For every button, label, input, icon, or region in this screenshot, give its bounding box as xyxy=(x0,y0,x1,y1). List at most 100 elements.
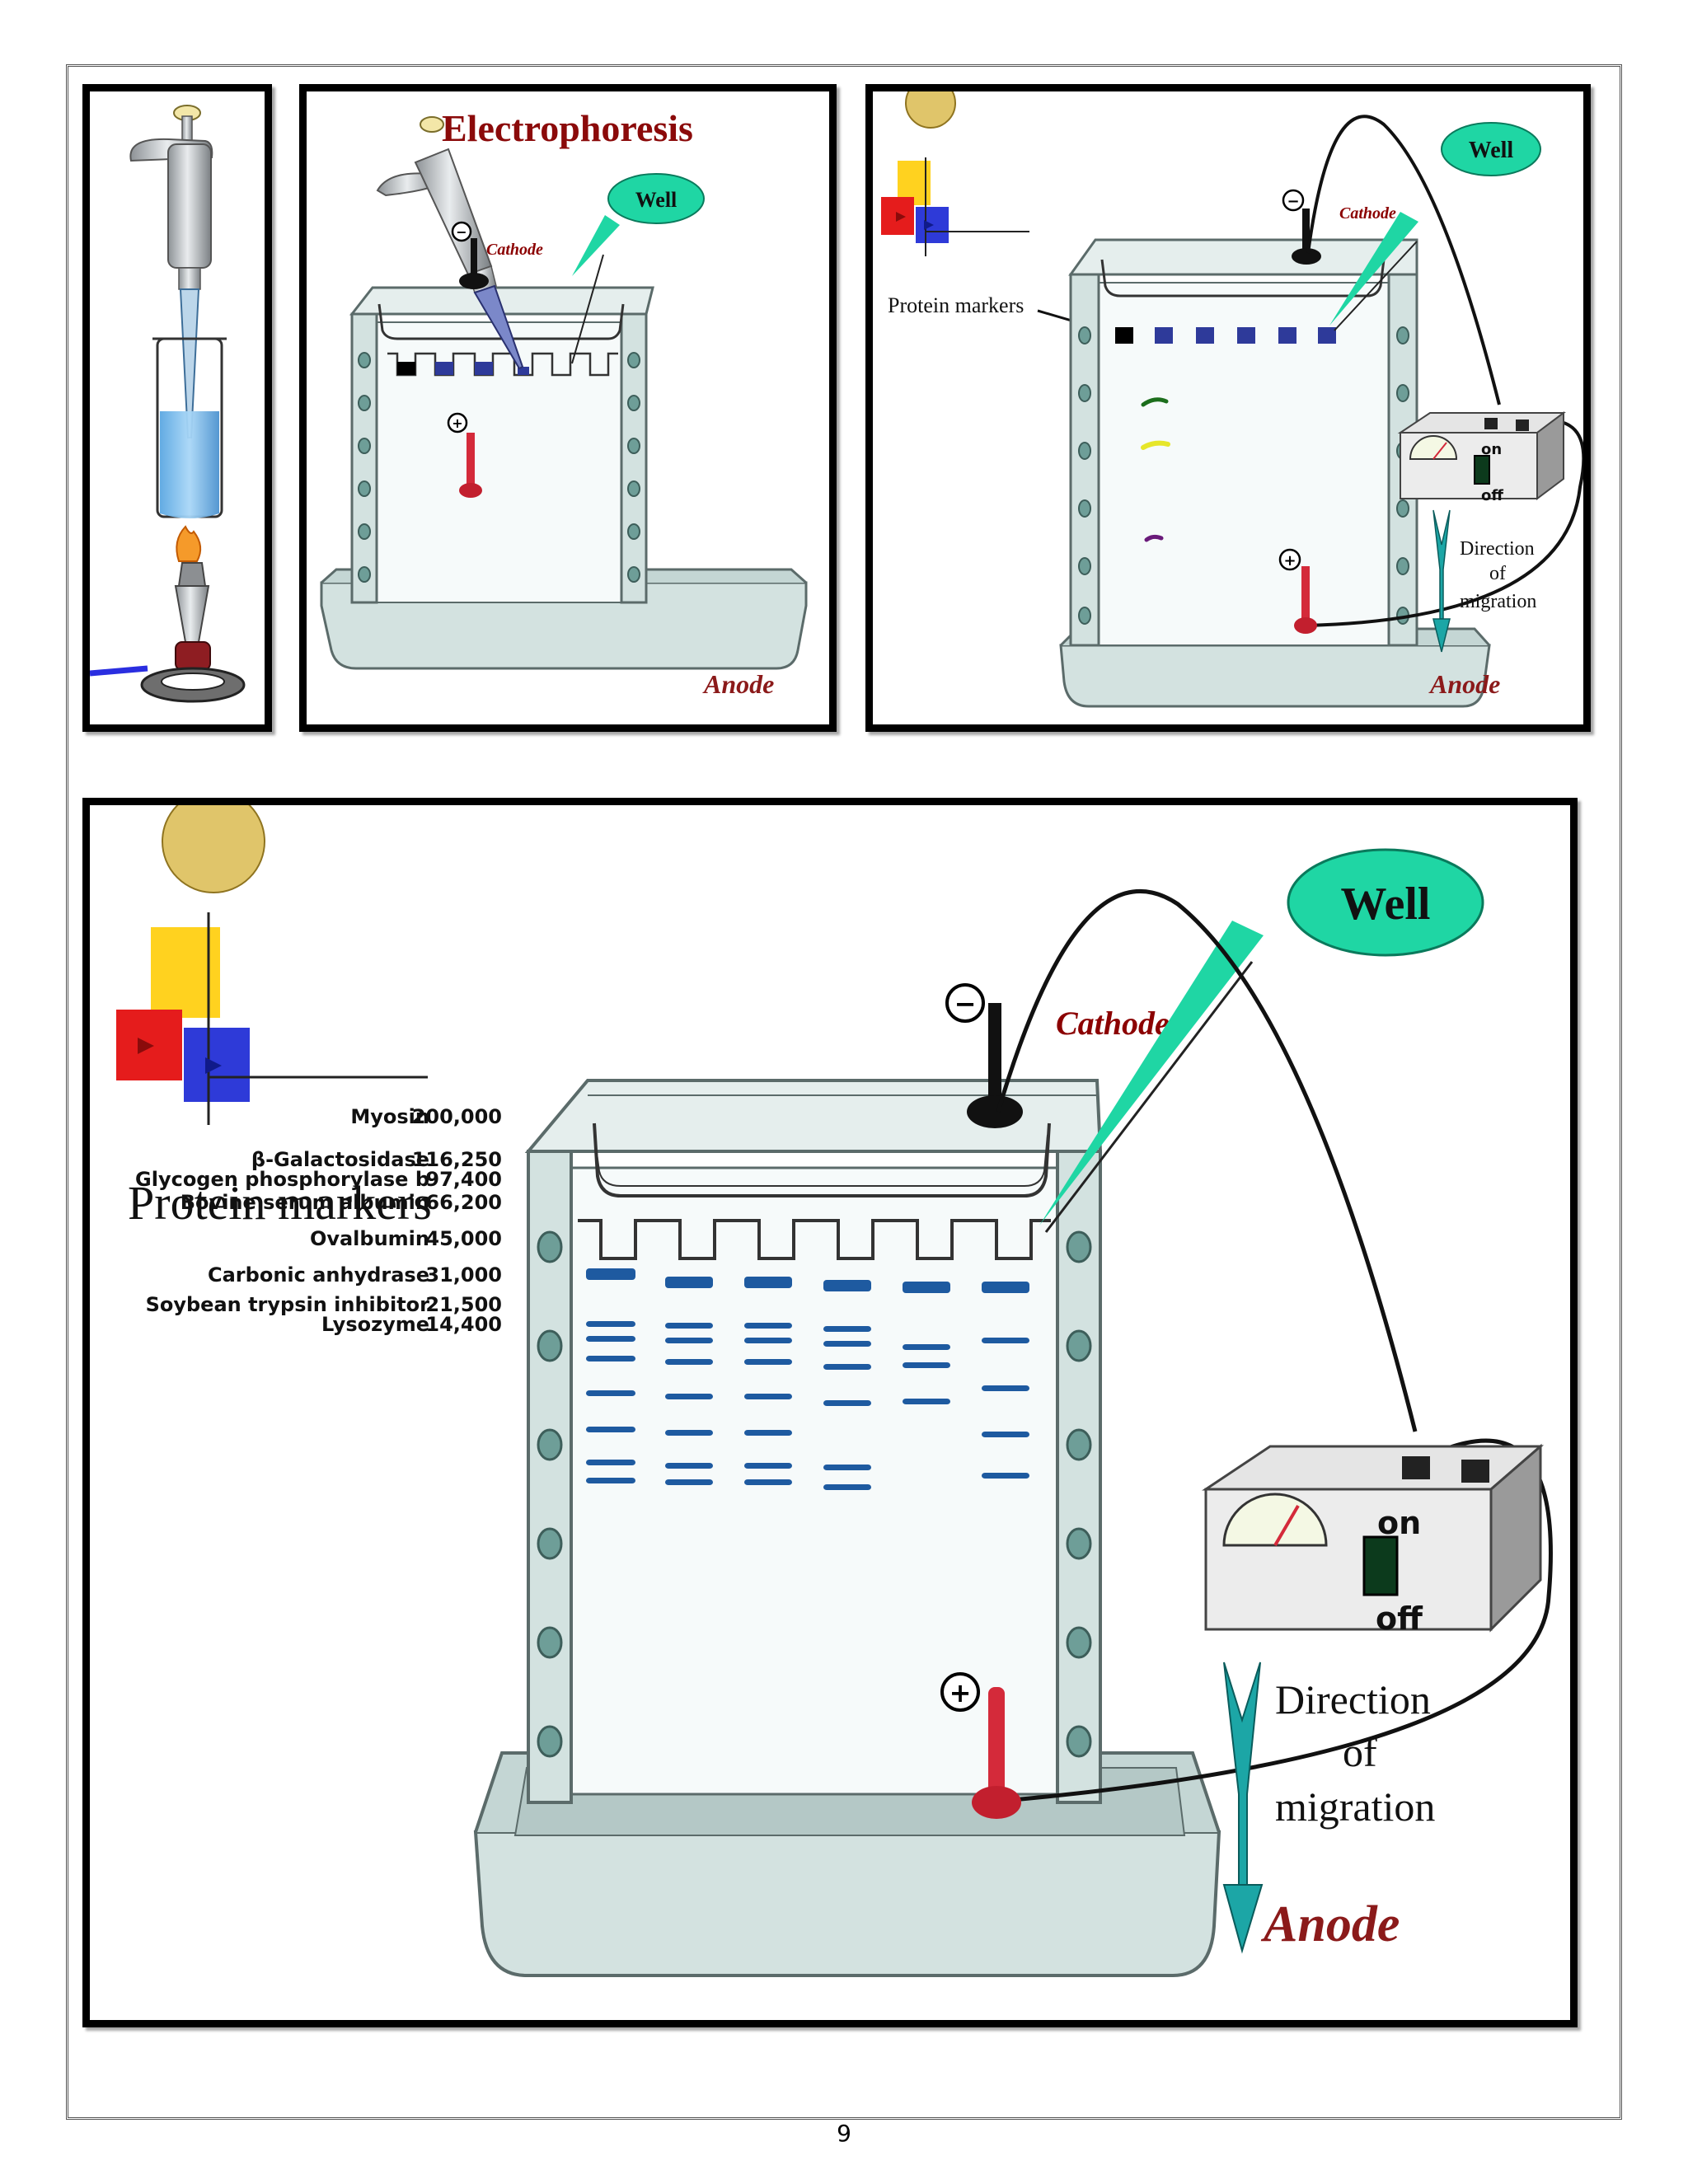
well-callout: Well xyxy=(1039,848,1484,1226)
gel-band xyxy=(665,1479,713,1485)
cathode-electrode: − xyxy=(945,983,1023,1128)
pipette-burner-panel xyxy=(82,84,272,732)
anode-electrode: + xyxy=(447,412,482,498)
gel-band xyxy=(823,1364,871,1370)
gel-band xyxy=(744,1323,792,1329)
direction-label-line1: Direction xyxy=(1460,538,1535,560)
marker-weight: 66,200 xyxy=(425,1191,502,1214)
gel-band xyxy=(586,1321,635,1327)
gel-frame-right xyxy=(620,312,648,604)
gel-slab xyxy=(570,1166,1059,1796)
gel-band xyxy=(665,1323,713,1329)
buffer-tank xyxy=(473,1830,1221,1977)
anode-electrode: + xyxy=(940,1672,1021,1819)
anode-label: Anode xyxy=(1428,669,1500,699)
marker-weight: 97,400 xyxy=(425,1168,502,1191)
plus-sign: + xyxy=(950,1677,972,1708)
electrophoresis-running-panel: Protein markers − Cathode Wel xyxy=(865,84,1591,732)
power-supply-icon: on off xyxy=(1397,411,1566,504)
marker-name: Myosin xyxy=(350,1105,429,1128)
gel-band xyxy=(586,1390,635,1396)
marker-weight: 200,000 xyxy=(412,1105,502,1128)
gel-band xyxy=(823,1484,871,1490)
gel-band xyxy=(744,1359,792,1365)
gel-band xyxy=(665,1338,713,1343)
gel-band xyxy=(665,1277,713,1288)
globe-logo-icon xyxy=(881,91,1029,256)
gel-band xyxy=(744,1338,792,1343)
gel-band xyxy=(744,1277,792,1288)
gel-band xyxy=(982,1338,1029,1343)
gel-band xyxy=(903,1282,950,1293)
gel-band xyxy=(982,1473,1029,1479)
marker-weight: 45,000 xyxy=(425,1227,502,1250)
well-label: Well xyxy=(1469,138,1514,163)
gel-bands xyxy=(586,1268,1029,1490)
gel-band xyxy=(903,1399,950,1404)
well-label: Well xyxy=(635,188,678,212)
gel-band xyxy=(823,1326,871,1332)
anode-label: Anode xyxy=(702,669,774,699)
gel-band xyxy=(665,1463,713,1469)
marker-name: Carbonic anhydrase xyxy=(208,1263,429,1286)
gel-band xyxy=(665,1430,713,1436)
buffer-tank xyxy=(1059,644,1491,708)
gel-band xyxy=(586,1460,635,1465)
well-label: Well xyxy=(1341,879,1431,930)
anode-label: Anode xyxy=(1260,1896,1400,1952)
marker-name: β-Galactosidase xyxy=(251,1148,429,1171)
electrophoresis-loading-panel: Electrophoresis − xyxy=(299,84,837,732)
page-number: 9 xyxy=(837,2120,851,2147)
minus-sign: − xyxy=(1287,193,1299,210)
test-tube-icon xyxy=(152,337,227,518)
switch-on-label: on xyxy=(1377,1505,1421,1541)
marker-name: Lysozyme xyxy=(321,1313,429,1336)
marker-weight: 116,250 xyxy=(412,1148,502,1171)
direction-label-line1: Direction xyxy=(1275,1676,1431,1722)
migration-arrow-icon xyxy=(1222,1661,1264,1954)
gel-band xyxy=(744,1394,792,1399)
gel-band xyxy=(586,1478,635,1483)
electrophoresis-loading-diagram: Electrophoresis − xyxy=(320,107,808,699)
marker-name: Glycogen phosphorylase b xyxy=(135,1168,429,1191)
minus-sign: − xyxy=(456,224,467,240)
direction-label-line3: migration xyxy=(1275,1783,1435,1830)
gel-band xyxy=(982,1282,1029,1293)
marker-weight: 31,000 xyxy=(425,1263,502,1286)
protein-markers-label: Protein markers xyxy=(888,293,1024,317)
marker-name: Ovalbumin xyxy=(310,1227,429,1250)
plus-sign: + xyxy=(452,415,462,431)
well-callout: Well xyxy=(572,173,705,276)
direction-label-line2: of xyxy=(1343,1729,1377,1775)
gel-band xyxy=(903,1362,950,1368)
migration-arrow-icon xyxy=(1432,509,1451,653)
electrophoresis-running-diagram: Protein markers − Cathode Wel xyxy=(881,91,1583,708)
marker-weight: 21,500 xyxy=(425,1293,502,1316)
protein-markers-title: Protein markers xyxy=(128,1176,432,1230)
gel-band xyxy=(665,1359,713,1365)
gel-band xyxy=(823,1465,871,1470)
buffer-tank xyxy=(320,581,808,670)
gel-band xyxy=(744,1430,792,1436)
cathode-label: Cathode xyxy=(486,241,543,259)
plus-sign: + xyxy=(1283,552,1296,569)
gel-band xyxy=(982,1432,1029,1437)
gel-band xyxy=(823,1341,871,1347)
pipette-burner-illustration xyxy=(90,105,246,703)
direction-label-line2: of xyxy=(1489,563,1506,584)
cathode-electrode: − xyxy=(451,221,489,289)
power-supply-icon: on off xyxy=(1202,1443,1545,1637)
bunsen-burner-icon xyxy=(90,525,246,703)
gel-band xyxy=(903,1344,950,1350)
minus-sign: − xyxy=(954,988,977,1019)
marker-name: Soybean trypsin inhibitor xyxy=(146,1293,430,1316)
direction-label-line3: migration xyxy=(1460,591,1536,612)
page-border xyxy=(66,64,1622,2120)
gel-band xyxy=(823,1400,871,1406)
switch-on-label: on xyxy=(1481,441,1502,458)
gel-band xyxy=(823,1280,871,1291)
globe-logo-icon xyxy=(116,805,428,1125)
gel-band xyxy=(586,1336,635,1342)
